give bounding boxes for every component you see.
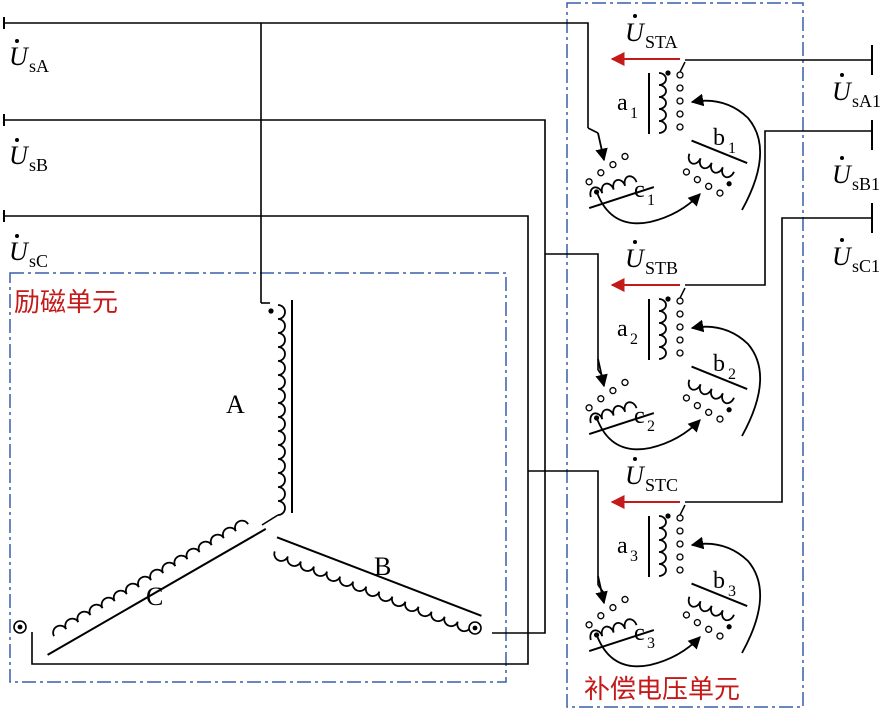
svg-text:c: c xyxy=(634,620,645,646)
svg-text:3: 3 xyxy=(630,548,638,565)
compensation-unit-border xyxy=(566,2,804,708)
svg-text:b: b xyxy=(713,125,725,151)
transformer-1-labels: U STA a 1 b 1 c 1 xyxy=(617,14,736,209)
svg-text:3: 3 xyxy=(728,583,736,600)
svg-text:U: U xyxy=(832,242,853,271)
excitation-unit-border xyxy=(9,272,507,683)
compensation-unit-label: 补偿电压单元 xyxy=(584,675,740,705)
output-voltage-C1: U sC1 xyxy=(832,238,880,276)
source-voltage-C: U sC xyxy=(9,234,48,271)
svg-text:U: U xyxy=(9,141,30,170)
svg-text:1: 1 xyxy=(728,140,736,157)
source-voltage-A: U sA xyxy=(9,39,49,76)
transformer-2-labels: U STB a 2 b 2 c 2 xyxy=(617,240,736,435)
svg-text:U: U xyxy=(625,18,646,47)
source-voltage-B: U sB xyxy=(9,138,48,175)
svg-text:sC: sC xyxy=(29,251,48,271)
winding-A-label: A xyxy=(226,390,245,419)
svg-text:2: 2 xyxy=(728,366,736,383)
svg-text:STA: STA xyxy=(645,32,678,52)
svg-text:b: b xyxy=(713,568,725,594)
svg-text:STC: STC xyxy=(645,475,678,495)
excitation-unit-label: 励磁单元 xyxy=(14,288,118,318)
output-voltage-B1: U sB1 xyxy=(832,156,880,194)
svg-text:2: 2 xyxy=(630,331,638,348)
transformer-3-labels: U STC a 3 b 3 c 3 xyxy=(617,457,736,652)
svg-text:c: c xyxy=(634,177,645,203)
svg-text:3: 3 xyxy=(647,635,655,652)
winding-C-label: C xyxy=(146,582,163,611)
svg-text:U: U xyxy=(832,160,853,189)
winding-B-label: B xyxy=(374,552,391,581)
svg-text:sB1: sB1 xyxy=(852,174,880,194)
svg-text:STB: STB xyxy=(645,258,678,278)
svg-text:U: U xyxy=(832,77,853,106)
svg-text:1: 1 xyxy=(630,105,638,122)
svg-text:U: U xyxy=(625,461,646,490)
svg-text:1: 1 xyxy=(647,192,655,209)
svg-text:sB: sB xyxy=(29,155,48,175)
output-voltage-A1: U sA1 xyxy=(832,73,881,111)
svg-text:c: c xyxy=(634,403,645,429)
svg-text:U: U xyxy=(9,42,30,71)
svg-text:U: U xyxy=(9,237,30,266)
svg-text:sA: sA xyxy=(29,56,49,76)
svg-text:a: a xyxy=(617,90,628,116)
svg-text:a: a xyxy=(617,533,628,559)
svg-text:2: 2 xyxy=(647,418,655,435)
svg-text:sA1: sA1 xyxy=(852,91,881,111)
winding-A-coil xyxy=(277,304,286,516)
svg-text:b: b xyxy=(713,351,725,377)
svg-text:sC1: sC1 xyxy=(852,256,880,276)
svg-text:U: U xyxy=(625,244,646,273)
svg-text:a: a xyxy=(617,316,628,342)
